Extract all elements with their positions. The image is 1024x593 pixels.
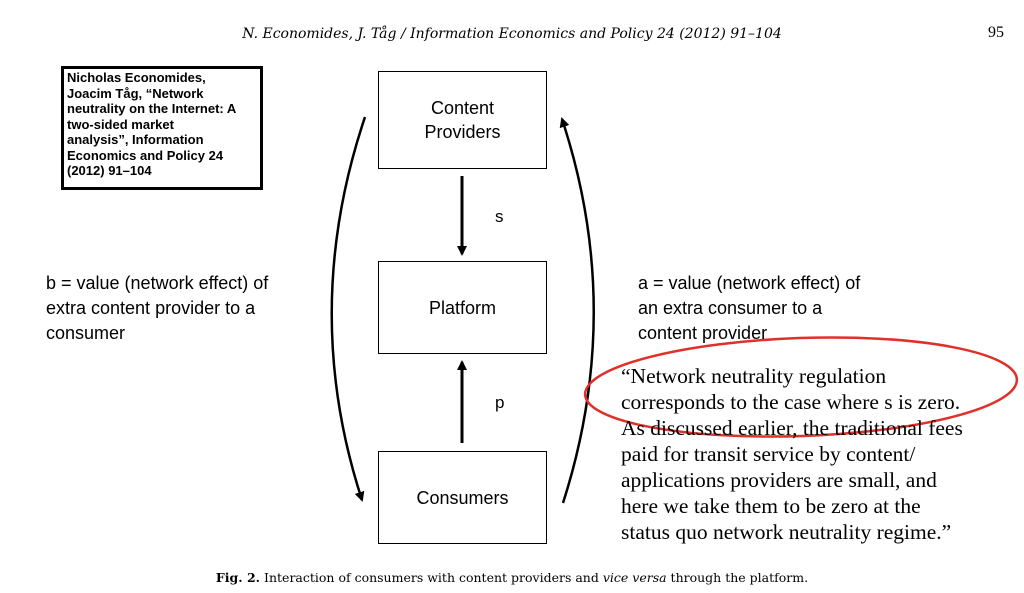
citation-line: neutrality on the Internet: A (67, 101, 237, 116)
quote-line: here we take them to be zero at the (621, 494, 921, 518)
citation-line: two-sided market (67, 116, 174, 132)
citation-line: (2012) 91–104 (67, 163, 152, 178)
citation-line: Economics and Policy 24 (67, 147, 224, 163)
node-label: Platform (428, 297, 497, 318)
edge-label-s: s (495, 207, 504, 226)
quote-line: status quo network neutrality regime.” (621, 520, 952, 544)
annotation-line: consumer (46, 323, 126, 343)
node-label: Consumers (416, 487, 509, 508)
curve-b (330, 116, 367, 502)
running-head: N. Economides, J. Tåg / Information Econ… (242, 26, 782, 42)
citation-line: analysis”, Information (67, 132, 204, 147)
annotation-line: a = value (network effect) of (638, 273, 861, 293)
node-label: Providers (424, 122, 501, 142)
citation-line: Joacim Tåg, “Network (67, 85, 204, 101)
annotation-line: b = value (network effect) of (46, 273, 269, 293)
edge-label-p: p (495, 393, 505, 412)
node-content-providers: Content Providers (378, 71, 547, 169)
curve-a (559, 117, 595, 504)
annotation-b: b = value (network effect) of extra cont… (46, 271, 326, 346)
annotation-a: a = value (network effect) of an extra c… (638, 271, 928, 346)
node-platform: Platform (378, 261, 547, 354)
node-label: Content (430, 98, 495, 118)
annotation-line: content provider (638, 323, 768, 343)
quote-line: applications providers are small, and (621, 468, 937, 492)
citation-line: Nicholas Economides, (67, 70, 206, 85)
node-consumers: Consumers (378, 451, 547, 544)
annotation-line: an extra consumer to a (638, 298, 823, 318)
page-number: 95 (988, 24, 1004, 41)
citation-box: Nicholas Economides, Joacim Tåg, “Networ… (61, 66, 263, 190)
quote-line: paid for transit service by content/ (621, 442, 916, 466)
caption-italic: vice versa (602, 570, 667, 585)
caption-text-end: through the platform. (670, 570, 809, 585)
figure-caption: Fig. 2. Interaction of consumers with co… (0, 570, 1024, 585)
quote-line: corresponds to the case where s is zero. (621, 390, 961, 414)
quote-block: “Network neutrality regulation correspon… (621, 363, 1021, 545)
quote-line: “Network neutrality regulation (621, 364, 887, 388)
quote-line: As discussed earlier, the traditional fe… (621, 416, 963, 440)
annotation-line: extra content provider to a (46, 298, 256, 318)
caption-label: Fig. 2. (215, 570, 261, 585)
caption-text: Interaction of consumers with content pr… (264, 570, 599, 585)
highlight-ellipse (583, 336, 1019, 438)
